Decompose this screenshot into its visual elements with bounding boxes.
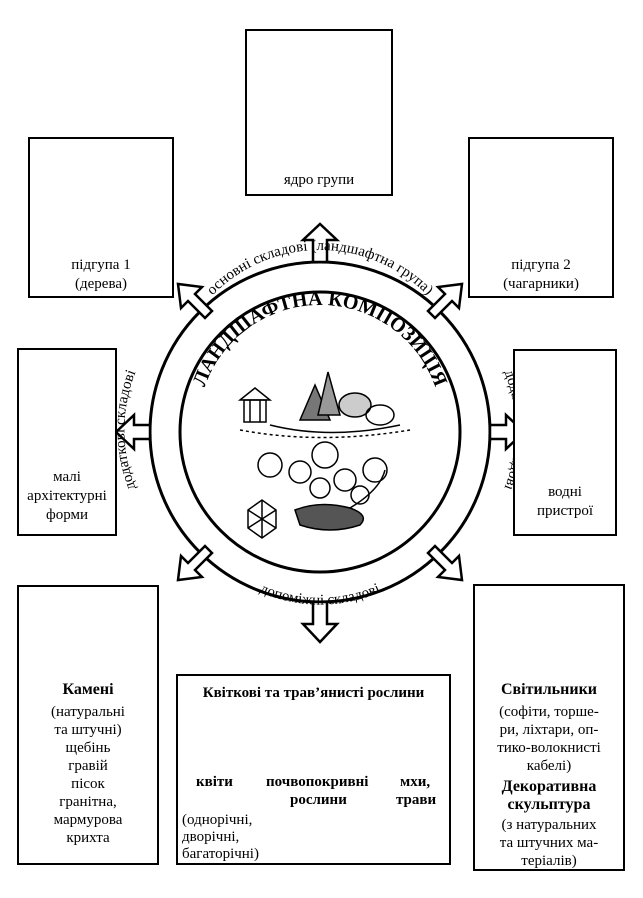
- water-devices-box: водні пристрої: [513, 349, 617, 536]
- water-label-2: пристрої: [536, 503, 594, 519]
- small-arch-label-3: форми: [45, 507, 88, 523]
- subgroup2-label-1: підгупа 2: [511, 257, 571, 273]
- sculpture-line-2: та штучних ма-: [499, 835, 599, 851]
- arrow-lower-right: [426, 544, 464, 582]
- stones-box: Камені (натуральні та штучні) щебінь гра…: [17, 585, 159, 865]
- lights-title: Світильники: [500, 681, 598, 698]
- arrow-upper-left: [176, 282, 214, 320]
- subgroup1-label-1: підгупа 1: [71, 257, 131, 273]
- lights-line-1: (софіти, торше-: [499, 704, 599, 720]
- center-title: ЛАНДШАФТНА КОМПОЗИЦІЯ: [189, 288, 452, 390]
- flowers-title: Квіткові та трав’янисті рослини: [202, 685, 425, 701]
- lights-line-3: тико-волокнисті: [497, 740, 601, 756]
- center-landscape-icon: [237, 371, 411, 439]
- lights-sculpture-box: Світильники (софіти, торше- ри, ліхтари,…: [473, 584, 625, 871]
- stones-line-1: (натуральні: [51, 704, 125, 720]
- sculpture-line-1: (з натуральних: [501, 817, 597, 833]
- stones-title: Камені: [62, 681, 114, 698]
- flowers-sub3: багаторічні): [182, 846, 259, 862]
- flowers-sub1: (однорічні,: [182, 812, 253, 828]
- subgroup2-label-2: (чагарники): [503, 276, 579, 292]
- sculpture-title-2: скульптура: [507, 796, 591, 813]
- stones-line-4: гравій: [68, 758, 108, 774]
- flowers-grasses-box: Квіткові та трав’янисті рослини квіти по…: [176, 674, 451, 865]
- stones-line-8: крихта: [66, 830, 110, 846]
- subgroup1-label-2: (дерева): [75, 276, 127, 292]
- ring-text-bottom: допоміжні складові: [258, 581, 383, 609]
- flowers-sub2: дворічні,: [182, 829, 240, 845]
- flowers-col2a: почвопокривні: [266, 774, 369, 790]
- stones-line-6: гранітна,: [59, 794, 117, 810]
- arrow-lower-left: [176, 544, 214, 582]
- flowers-col1: квіти: [196, 774, 233, 790]
- small-arch-label-1: малі: [53, 469, 81, 485]
- lights-line-2: ри, ліхтари, оп-: [499, 722, 599, 738]
- flowers-col3a: мхи,: [400, 774, 431, 790]
- center-plan-icon: [247, 441, 388, 539]
- flowers-col3b: трави: [396, 792, 437, 808]
- subgroup2-box: підгупа 2 (чагарники): [468, 137, 614, 298]
- arrow-up: [299, 222, 341, 264]
- flowers-col2b: рослини: [290, 792, 347, 808]
- arrow-upper-right: [426, 282, 464, 320]
- core-group-label: ядро групи: [283, 172, 355, 188]
- stones-line-7: мармурова: [53, 812, 123, 828]
- lights-line-4: кабелі): [526, 758, 572, 774]
- stones-line-3: щебінь: [65, 740, 111, 756]
- stones-line-5: пісок: [71, 776, 105, 792]
- water-label-1: водні: [548, 484, 582, 500]
- core-group-box: ядро групи: [245, 29, 393, 196]
- arrow-left: [114, 412, 152, 452]
- sculpture-line-3: теріалів): [521, 853, 577, 869]
- arrow-down: [300, 600, 340, 644]
- stones-line-2: та штучні): [54, 722, 122, 738]
- subgroup1-box: підгупа 1 (дерева): [28, 137, 174, 298]
- small-arch-forms-box: малі архітектурні форми: [17, 348, 117, 536]
- sculpture-title-1: Декоративна: [501, 778, 597, 795]
- small-arch-label-2: архітектурні: [27, 488, 107, 504]
